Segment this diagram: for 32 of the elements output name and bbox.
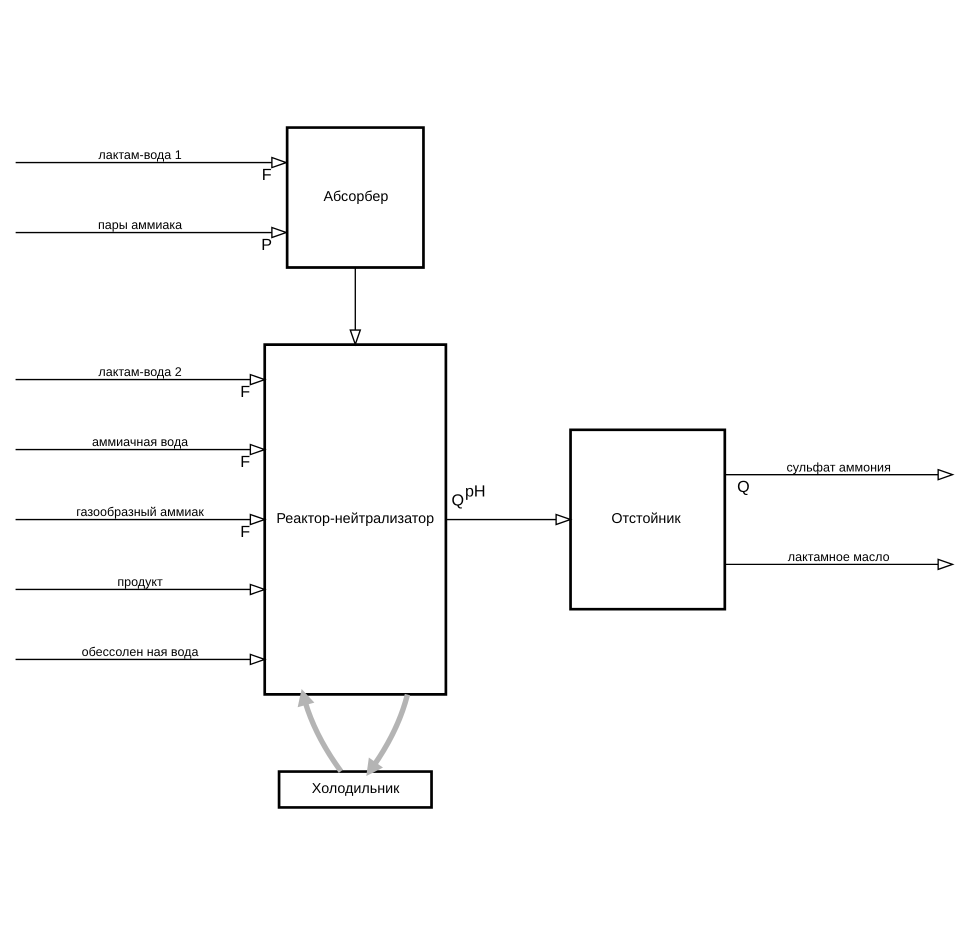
arrow <box>298 688 344 772</box>
arrow <box>446 513 572 525</box>
arrow <box>16 373 267 386</box>
arrow <box>366 693 410 776</box>
edge-label: продукт <box>117 574 163 589</box>
edge-label: лактамное масло <box>788 549 890 564</box>
node-box: Холодильник <box>278 770 433 808</box>
edge-label: лактам-вода 2 <box>98 364 182 379</box>
arrow <box>349 267 362 346</box>
edge-label: обессолен ная вода <box>82 644 198 659</box>
arrow <box>724 558 955 570</box>
node-box: Реактор-нейтрализатор <box>263 342 448 696</box>
label: F <box>240 522 250 540</box>
label: F <box>240 382 250 400</box>
label: F <box>262 165 272 184</box>
node-box: Отстойник <box>569 428 726 610</box>
arrow <box>16 226 288 238</box>
label: Q <box>737 477 750 496</box>
edge-label: газообразный аммиак <box>76 504 204 519</box>
edge-label: аммиачная вода <box>92 434 188 449</box>
arrow <box>16 443 267 456</box>
node-box: Абсорбер <box>286 126 425 268</box>
arrow <box>16 513 267 525</box>
arrow <box>724 468 955 480</box>
label: P <box>261 235 272 254</box>
edge-label: лактам-вода 1 <box>98 148 182 162</box>
arrow <box>16 583 267 595</box>
arrow <box>16 156 288 168</box>
edge-label: сульфат аммония <box>786 460 891 474</box>
label: F <box>240 452 250 470</box>
edge-label: пары аммиака <box>98 218 182 232</box>
arrow <box>16 652 267 665</box>
